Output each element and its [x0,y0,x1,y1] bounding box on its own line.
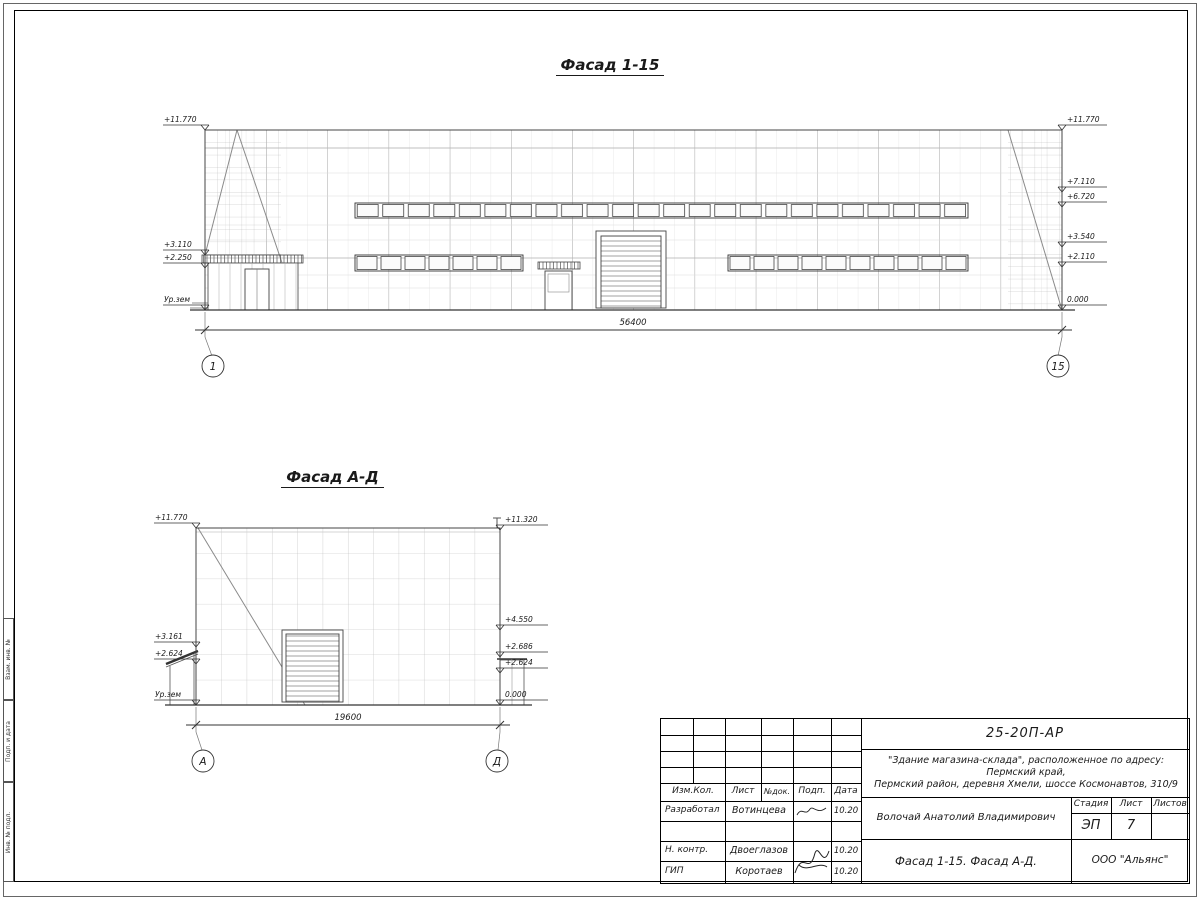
svg-text:+11.770: +11.770 [164,115,197,124]
elevation-mark: +11.320 [495,515,548,531]
svg-text:Д: Д [492,756,501,768]
elevation-mark: 0.000 [495,690,548,706]
titleblock-project-description: "Здание магазина-склада", расположенное … [865,750,1187,796]
svg-text:+2.110: +2.110 [1067,252,1095,261]
svg-text:А: А [198,756,206,768]
titleblock-sheet-label: Лист [1119,799,1143,810]
titleblock-chief-name: Волочай Анатолий Владимирович [876,811,1056,823]
facade-1-15-title: Фасад 1-15 [500,56,720,76]
svg-text:+3.161: +3.161 [155,632,183,641]
signature [794,850,830,874]
svg-text:+3.110: +3.110 [164,240,192,249]
titleblock-role: Н. контр. [665,845,709,856]
svg-text:19600: 19600 [334,713,361,723]
elevation-mark: Ур.зем [163,295,210,311]
facade-a-d-title-text: Фасад А-Д [281,468,384,488]
svg-text:+3.540: +3.540 [1067,232,1095,241]
svg-text:+7.110: +7.110 [1067,177,1095,186]
titleblock-subject: Фасад 1-15. Фасад А-Д. [895,853,1037,868]
elevation-mark: +11.770 [1057,115,1107,131]
margin-box-label: Взам. инв. № [5,638,12,680]
titleblock-date: 10.20 [833,866,859,877]
elevation-mark: +2.110 [1057,252,1107,268]
titleblock-header-list: Лист [731,786,755,797]
elevation-mark: +11.770 [163,115,210,131]
axis-bubble-1: 1 [201,336,225,378]
svg-text:+6.720: +6.720 [1067,192,1095,201]
titleblock-role: ГИП [665,866,684,877]
project-line-1: "Здание магазина-склада", расположенное … [887,755,1165,779]
elevation-mark: +3.540 [1057,232,1107,248]
svg-text:Ур.зем: Ур.зем [164,295,190,304]
titleblock-stage-value: ЭП [1081,817,1101,833]
svg-text:0.000: 0.000 [505,690,527,699]
margin-box-podp: Подп. и дата [3,700,14,782]
elevation-mark: +4.550 [495,615,548,631]
axis-bubble-15: 15 [1046,336,1070,378]
titleblock-header-izm: Изм.Кол. [672,786,714,797]
titleblock-name: Вотинцева [732,805,786,817]
elevation-mark: +11.770 [154,513,201,529]
project-line-2: Пермский район, деревня Хмели, шоссе Кос… [874,778,1178,790]
titleblock-company: ООО "Альянс" [1091,854,1169,867]
margin-box-label: Инв. № подл. [5,811,12,853]
elevation-mark: +3.110 [163,240,210,256]
drawing-frame [14,10,1188,882]
titleblock-name: Двоеглазов [729,845,789,857]
facade-1-15-title-text: Фасад 1-15 [555,56,665,76]
titleblock-date: 10.20 [833,805,859,816]
svg-text:1: 1 [210,361,217,373]
elevation-mark: +2.250 [163,253,210,269]
titleblock-header-date: Дата [834,786,858,797]
margin-box-label: Подп. и дата [5,720,12,762]
titleblock-date: 10.20 [833,845,859,856]
signature [796,807,827,816]
axis-bubble-d: Д [485,731,509,773]
svg-text:+2.686: +2.686 [505,642,533,651]
titleblock-sheet-number: 7 [1126,817,1136,833]
titleblock-sheets-label: Листов [1153,799,1187,810]
facade-a-d-drawing: +11.770 +3.161 +2.624 Ур.зем +11.320 +4.… [154,513,548,773]
facade-1-15-building [190,129,1075,311]
elevation-mark: Ур.зем [154,690,201,706]
outer-border [3,3,1197,897]
margin-box-inv: Инв. № подл. [3,782,14,882]
facade-a-d-building [165,517,532,706]
svg-text:+2.624: +2.624 [505,658,533,667]
titleblock-stage-label: Стадия [1073,799,1109,810]
titleblock-header-sign: Подп. [798,786,826,797]
facade-a-d-title: Фасад А-Д [240,468,425,488]
elevation-mark: +3.161 [154,632,201,648]
elevation-mark: +2.686 [495,642,548,658]
svg-text:+2.624: +2.624 [155,649,183,658]
titleblock-name: Коротаев [735,866,783,878]
svg-text:56400: 56400 [619,318,646,328]
svg-text:0.000: 0.000 [1067,295,1089,304]
svg-text:+11.770: +11.770 [1067,115,1100,124]
elevation-mark: +2.624 [495,658,548,674]
elevation-mark: +6.720 [1057,192,1107,208]
titleblock-header-doc: №док. [763,787,791,796]
dimension-line: 56400 [195,312,1072,337]
svg-text:+2.250: +2.250 [164,253,192,262]
margin-box-vzam: Взам. инв. № [3,618,14,700]
svg-text:+4.550: +4.550 [505,615,533,624]
svg-text:+11.770: +11.770 [155,513,188,522]
elevation-mark: +7.110 [1057,177,1107,193]
titleblock-role: Разработал [665,805,720,816]
svg-text:Ур.зем: Ур.зем [155,690,181,699]
svg-text:+11.320: +11.320 [505,515,538,524]
elevation-mark: 0.000 [1057,295,1107,311]
facade-1-15-drawing: +11.770 +3.110 +2.250 Ур.зем +11.770 +7.… [163,115,1107,378]
titleblock-doc-code: 25-20П-АР [986,725,1064,741]
axis-bubble-a: А [191,731,215,773]
dimension-line: 19600 [186,707,510,732]
elevation-mark: +2.624 [154,649,201,665]
svg-text:15: 15 [1051,361,1065,373]
title-block: Изм.Кол. Лист №док. Подп. Дата Разработа… [660,718,1190,884]
